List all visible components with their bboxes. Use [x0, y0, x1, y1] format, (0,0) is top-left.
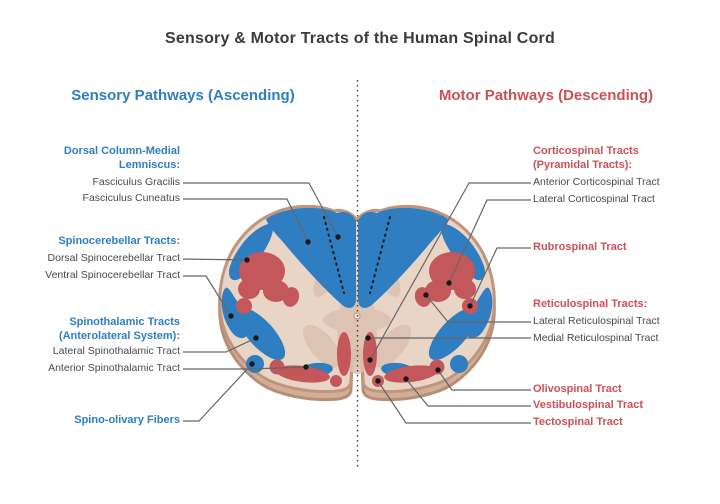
label-olivospinal-tract: Olivospinal Tract	[533, 383, 622, 395]
label-lateral-reticulospinal-tract: Lateral Reticulospinal Tract	[533, 315, 660, 327]
group-heading-corticospinal-tracts: Corticospinal Tracts (Pyramidal Tracts):	[533, 145, 639, 171]
page-title: Sensory & Motor Tracts of the Human Spin…	[165, 30, 555, 47]
label-rubrospinal-tract: Rubrospinal Tract	[533, 241, 627, 253]
label-spino-olivary-fibers: Spino-olivary Fibers	[74, 414, 180, 426]
label-lateral-corticospinal-tract: Lateral Corticospinal Tract	[533, 193, 655, 205]
label-medial-reticulospinal-tract: Medial Reticulospinal Tract	[533, 332, 659, 344]
group-heading-dorsal-column-medial-lemniscus: Dorsal Column-Medial Lemniscus:	[63, 145, 180, 171]
label-fasciculus-cuneatus: Fasciculus Cuneatus	[82, 192, 180, 204]
label-tectospinal-tract: Tectospinal Tract	[533, 416, 623, 428]
label-anterior-spinothalamic-tract: Anterior Spinothalamic Tract	[48, 362, 180, 374]
label-ventral-spinocerebellar-tract: Ventral Spinocerebellar Tract	[45, 269, 180, 281]
sensory-column-header: Sensory Pathways (Ascending)	[71, 87, 295, 104]
motor-column-header: Motor Pathways (Descending)	[438, 87, 654, 104]
label-anterior-corticospinal-tract: Anterior Corticospinal Tract	[533, 176, 660, 188]
label-fasciculus-gracilis: Fasciculus Gracilis	[92, 176, 180, 188]
group-heading-spinocerebellar-tracts: Spinocerebellar Tracts:	[58, 235, 180, 247]
fasciculus-divider-lines	[323, 216, 391, 294]
label-lateral-spinothalamic-tract: Lateral Spinothalamic Tract	[52, 345, 180, 357]
group-heading-spinothalamic-tracts: Spinothalamic Tracts (Anterolateral Syst…	[58, 316, 180, 342]
label-dorsal-spinocerebellar-tract: Dorsal Spinocerebellar Tract	[47, 252, 180, 264]
group-heading-reticulospinal-tracts: Reticulospinal Tracts:	[533, 298, 648, 310]
leader-lines	[182, 182, 531, 424]
label-vestibulospinal-tract: Vestibulospinal Tract	[533, 399, 644, 411]
leader-dots	[228, 234, 473, 384]
